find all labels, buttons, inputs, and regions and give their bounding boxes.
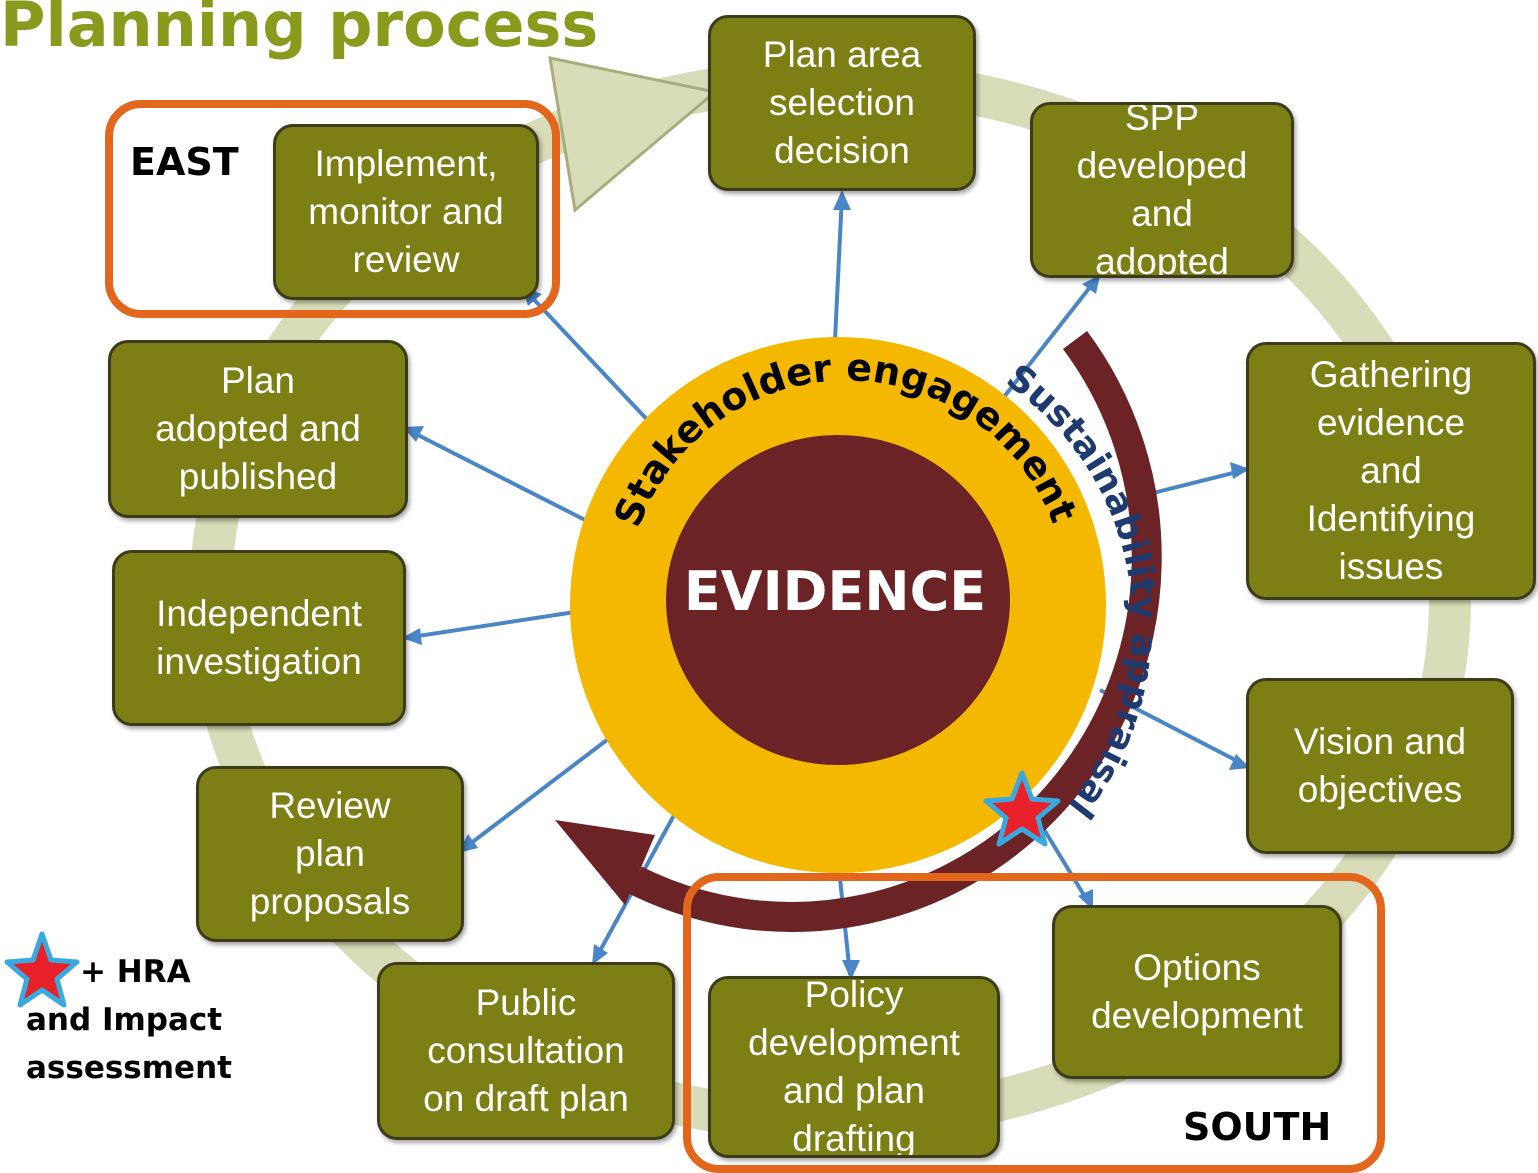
step-policy-development: Policy development and plan drafting <box>708 976 1000 1158</box>
evidence-label: EVIDENCE <box>683 560 987 623</box>
legend-line-1: + HRA <box>80 954 191 990</box>
cycle-arrowhead <box>548 56 719 213</box>
legend-line-3: assessment <box>26 1050 232 1086</box>
appraisal-arrow <box>628 331 1162 932</box>
connector-adopted <box>407 428 586 522</box>
step-public-consultation: Public consultation on draft plan <box>377 962 675 1140</box>
connector-plan-area <box>833 194 844 341</box>
east-region-label: EAST <box>130 140 239 184</box>
legend-star-icon <box>4 931 80 1008</box>
connector-independent <box>404 610 576 640</box>
step-implement-monitor: Implement, monitor and review <box>273 124 539 300</box>
step-plan-adopted: Plan adopted and published <box>108 340 408 518</box>
connector-spp <box>998 275 1100 404</box>
step-review-plan-proposals: Review plan proposals <box>196 766 464 942</box>
hra-star-icon <box>983 770 1061 847</box>
step-gathering-evidence: Gathering evidence and Identifying issue… <box>1246 342 1536 600</box>
legend-line-2: and Impact <box>26 1002 223 1038</box>
appraisal-arrowhead <box>555 820 655 905</box>
step-spp-developed: SPP developed and adopted <box>1030 102 1294 278</box>
evidence-core <box>666 435 1010 765</box>
east-region-frame <box>105 100 560 318</box>
step-independent-investigation: Independent investigation <box>112 550 406 726</box>
connector-review <box>460 728 622 852</box>
step-plan-area-selection: Plan area selection decision <box>708 15 976 191</box>
connector-implement <box>523 288 657 430</box>
page-title: Planning process <box>0 0 599 61</box>
step-vision-objectives: Vision and objectives <box>1246 678 1514 854</box>
step-options-development: Options development <box>1052 905 1342 1079</box>
south-region-label: SOUTH <box>1183 1105 1332 1149</box>
